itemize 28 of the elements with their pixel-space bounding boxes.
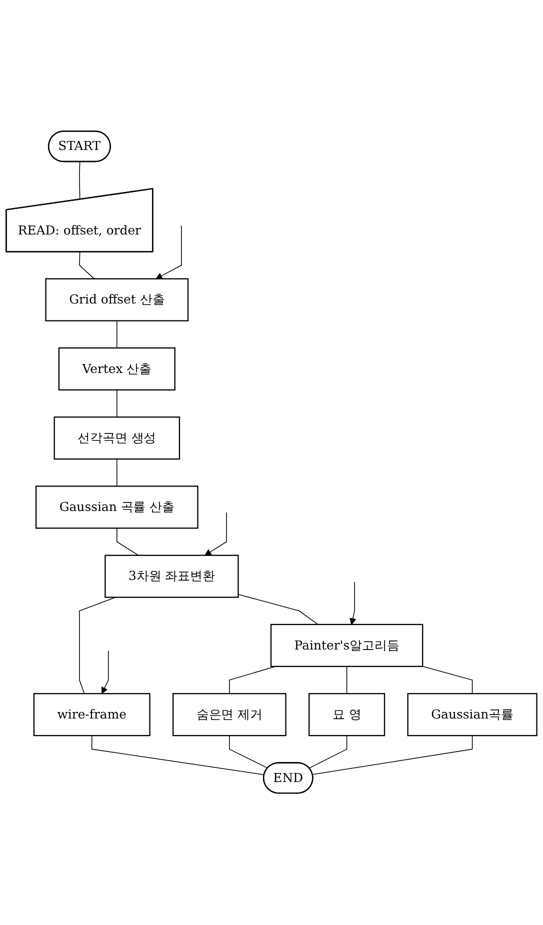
connector [346, 666, 348, 694]
connector [79, 162, 80, 200]
node-box: Vertex 산출 [58, 348, 176, 391]
connector [308, 736, 348, 769]
node-box: Gaussian 곡률 산출 [35, 486, 198, 530]
node-box: Gaussian곡률 [407, 693, 538, 736]
connector [312, 736, 473, 776]
connector [422, 666, 473, 694]
arrow [156, 226, 182, 280]
connector [91, 736, 265, 776]
arrow [204, 512, 227, 556]
connector [116, 459, 118, 487]
node-box: 숨은면 제거 [172, 693, 286, 736]
node-box: Painter's알고리듬 [270, 624, 424, 668]
connector [238, 594, 318, 626]
arrow [101, 650, 109, 694]
node-box: wire-frame [33, 693, 150, 736]
connector [116, 528, 139, 556]
connector [116, 390, 118, 418]
node-box: 묘 영 [308, 693, 386, 736]
arrow [350, 582, 356, 626]
node-box: 선각곡면 생성 [54, 416, 180, 460]
node-box: 3차원 좌표변환 [104, 555, 239, 598]
connector [79, 252, 95, 280]
node-box: Grid offset 산출 [45, 278, 189, 322]
connector [116, 320, 118, 349]
connector [229, 736, 268, 769]
connector [229, 666, 276, 694]
